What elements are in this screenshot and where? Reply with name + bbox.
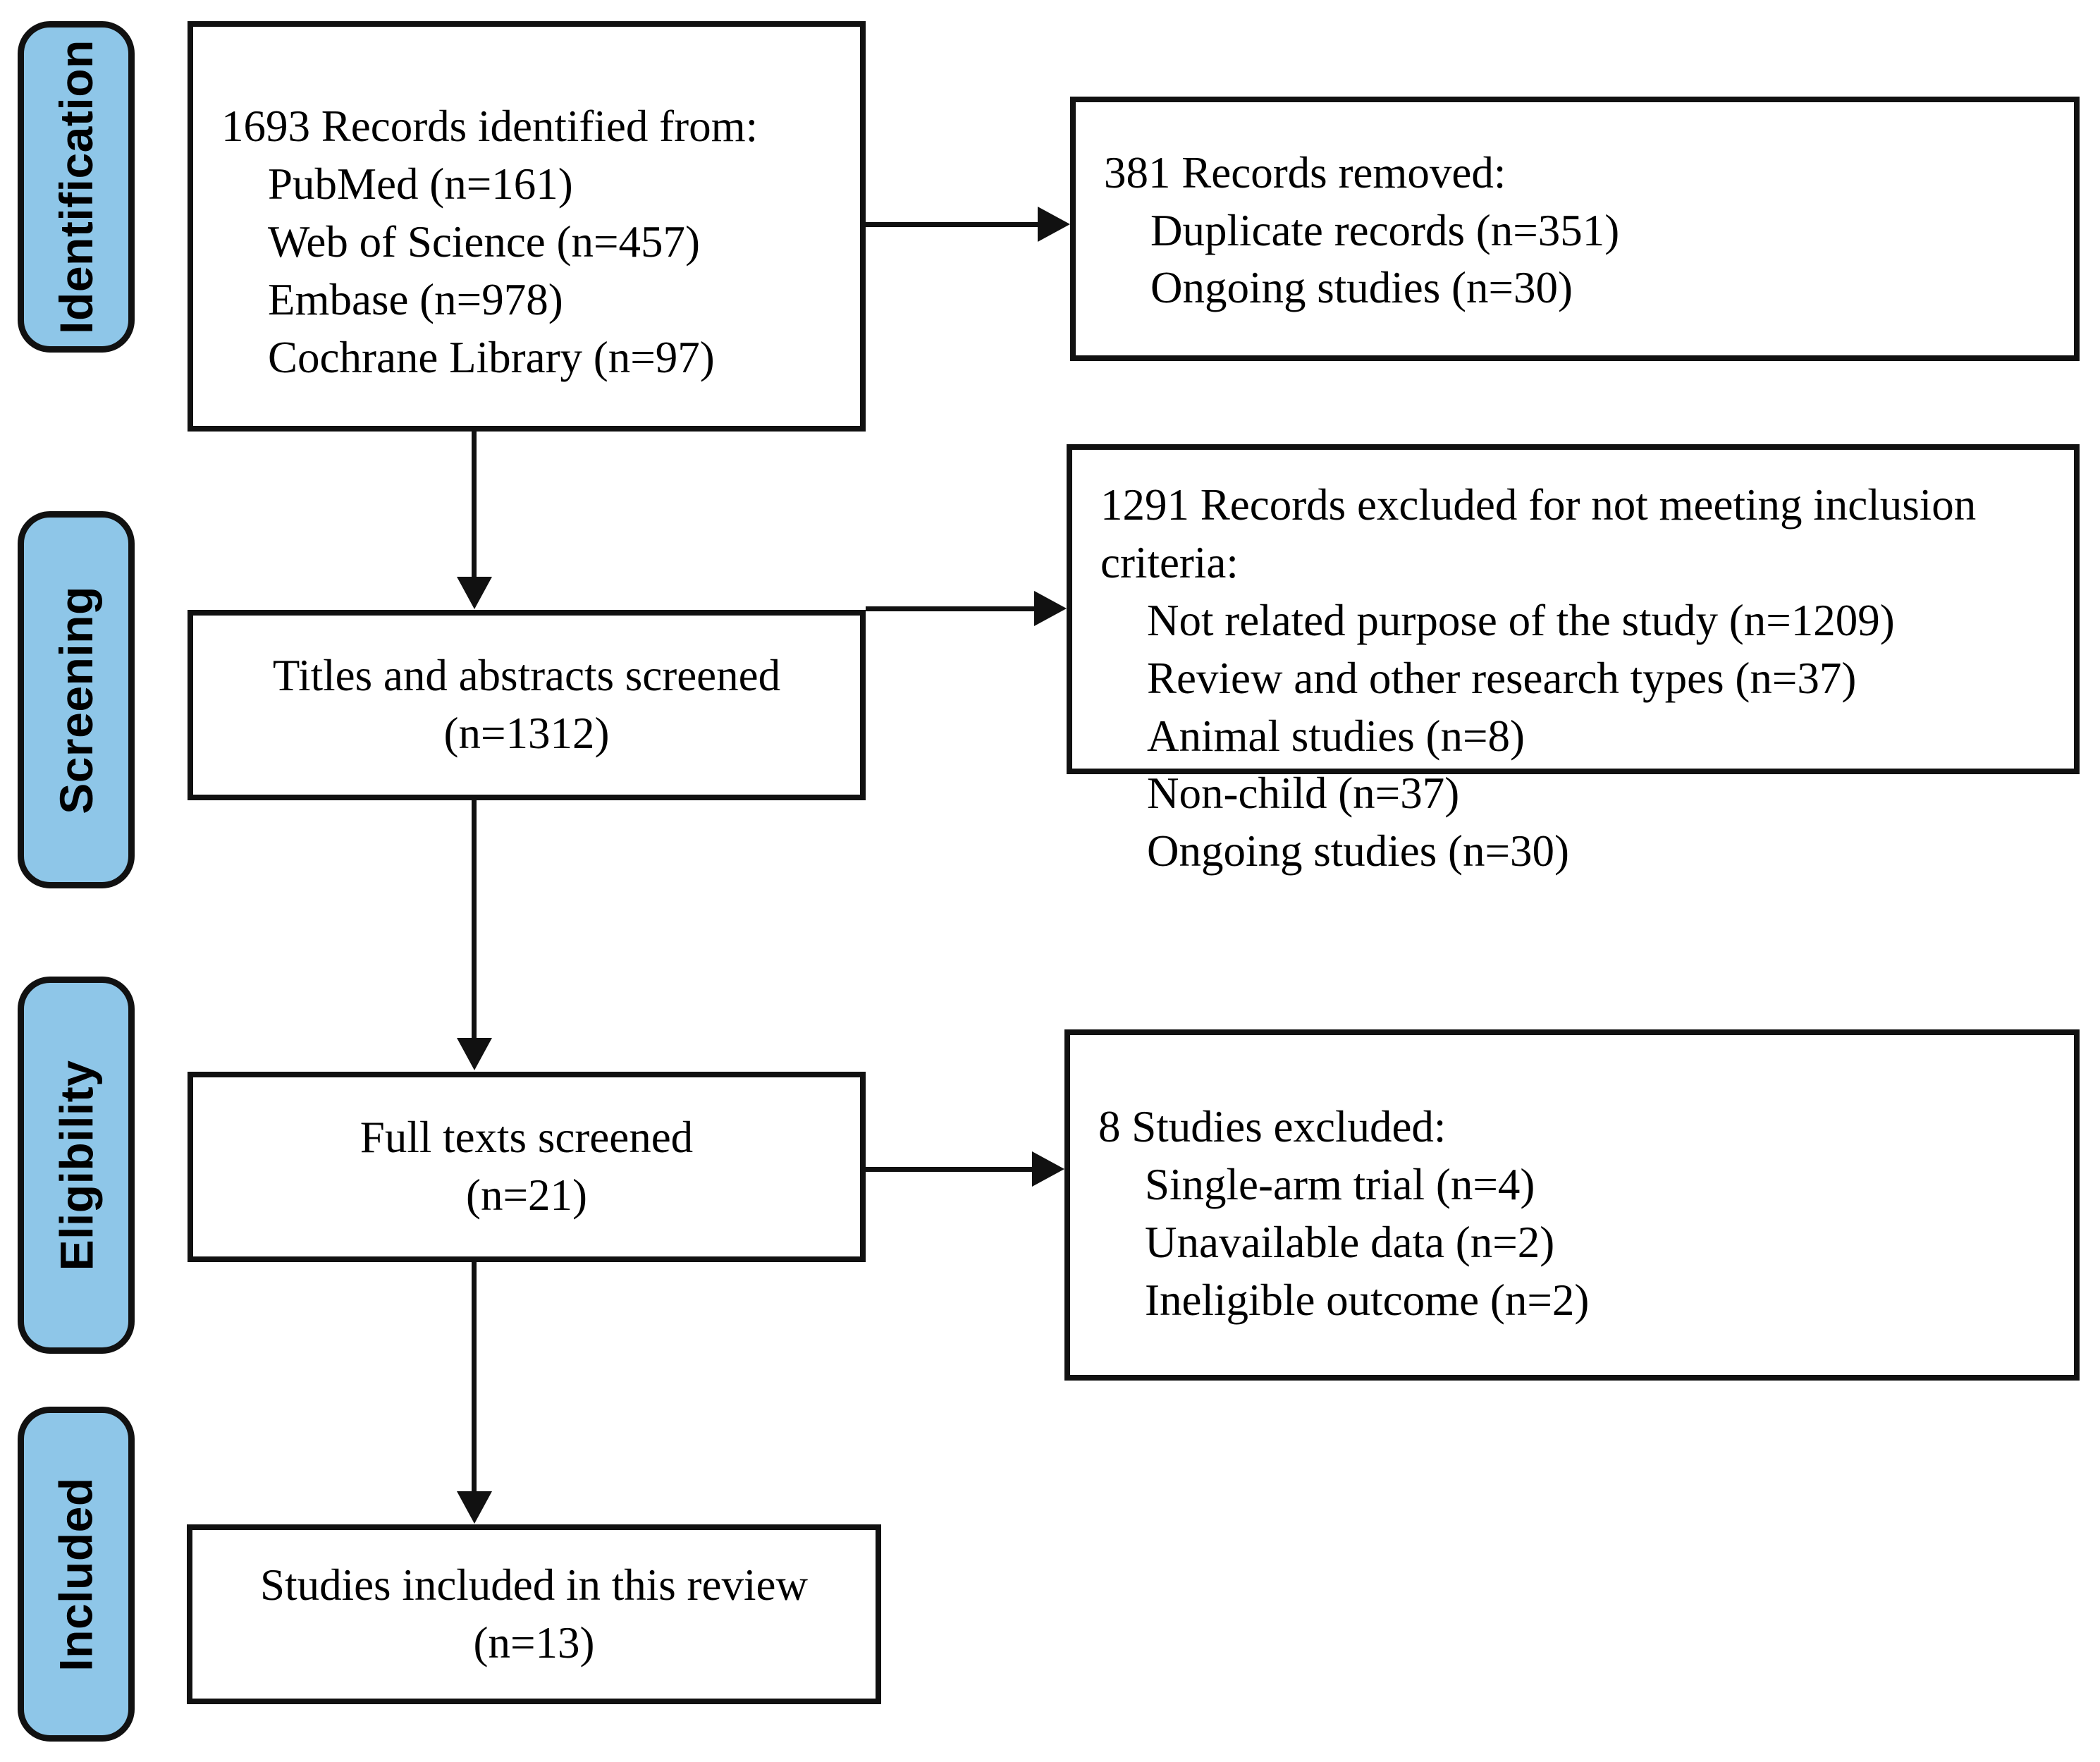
connector-screening-to-excluded [866, 606, 1038, 611]
connector-screening-to-eligibility [472, 800, 477, 1040]
box-records-excluded: 1291 Records excluded for not meeting in… [1067, 444, 2080, 876]
studies-excluded-line-0: 8 Studies excluded: [1098, 1102, 1447, 1152]
identification-line-1: PubMed (n=161) [268, 159, 573, 209]
records-removed-line-1: Duplicate records (n=351) [1150, 205, 1620, 255]
identification-line-4: Cochrane Library (n=97) [268, 332, 715, 382]
stage-pill-included: Included [18, 1407, 135, 1742]
records-excluded-line-0: Not related purpose of the study (n=1209… [1147, 595, 1895, 645]
studies-excluded-line-2: Unavailable data (n=2) [1145, 1218, 1555, 1267]
box-identification-sources: 1693 Records identified from: PubMed (n=… [188, 21, 866, 432]
connector-identification-to-removed [866, 222, 1042, 227]
studies-included-line-1: (n=13) [473, 1617, 595, 1668]
full-texts-line-1: (n=21) [466, 1170, 587, 1220]
records-excluded-heading: 1291 Records excluded for not meeting in… [1100, 480, 1977, 587]
arrowhead-eligibility-to-included [457, 1491, 492, 1524]
box-studies-excluded: 8 Studies excluded: Single-arm trial (n=… [1064, 1029, 2080, 1381]
stage-label-eligibility: Eligibility [50, 1060, 103, 1271]
full-texts-line-0: Full texts screened [360, 1113, 694, 1163]
records-excluded-line-3: Non-child (n=37) [1147, 769, 1460, 819]
records-excluded-line-1: Review and other research types (n=37) [1147, 653, 1857, 703]
box-titles-abstracts-screened: Titles and abstracts screened (n=1312) [188, 610, 866, 800]
stage-pill-eligibility: Eligibility [18, 977, 135, 1354]
records-removed-line-0: 381 Records removed: [1104, 147, 1506, 197]
arrowhead-eligibility-to-excluded [1032, 1151, 1064, 1187]
arrowhead-identification-to-screening [457, 577, 492, 609]
studies-excluded-line-1: Single-arm trial (n=4) [1145, 1160, 1535, 1210]
stage-label-identification: Identification [50, 39, 103, 334]
box-full-texts-screened: Full texts screened (n=21) [188, 1072, 866, 1262]
connector-eligibility-to-included [472, 1262, 477, 1493]
connector-eligibility-to-excluded [866, 1167, 1036, 1172]
records-excluded-line-2: Animal studies (n=8) [1147, 711, 1525, 761]
titles-abstracts-line-1: (n=1312) [443, 709, 610, 758]
arrowhead-screening-to-eligibility [457, 1038, 492, 1070]
records-excluded-line-5: Ongoing studies (n=30) [1147, 826, 1569, 876]
stage-label-included: Included [50, 1476, 103, 1672]
box-records-removed: 381 Records removed: Duplicate records (… [1070, 97, 2080, 361]
stage-pill-screening: Screening [18, 511, 135, 888]
connector-identification-to-screening [472, 432, 477, 580]
identification-line-3: Embase (n=978) [268, 274, 563, 324]
records-removed-line-2: Ongoing studies (n=30) [1150, 263, 1573, 313]
studies-included-line-0: Studies included in this review [260, 1560, 808, 1610]
studies-excluded-line-3: Ineligible outcome (n=2) [1145, 1275, 1590, 1325]
stage-pill-identification: Identification [18, 21, 135, 353]
identification-line-0: 1693 Records identified from: [221, 102, 759, 152]
arrowhead-screening-to-excluded [1034, 591, 1067, 626]
titles-abstracts-line-0: Titles and abstracts screened [272, 651, 781, 701]
box-studies-included: Studies included in this review (n=13) [187, 1524, 881, 1704]
stage-label-screening: Screening [50, 585, 103, 814]
arrowhead-identification-to-removed [1038, 207, 1070, 242]
identification-line-2: Web of Science (n=457) [268, 217, 700, 267]
